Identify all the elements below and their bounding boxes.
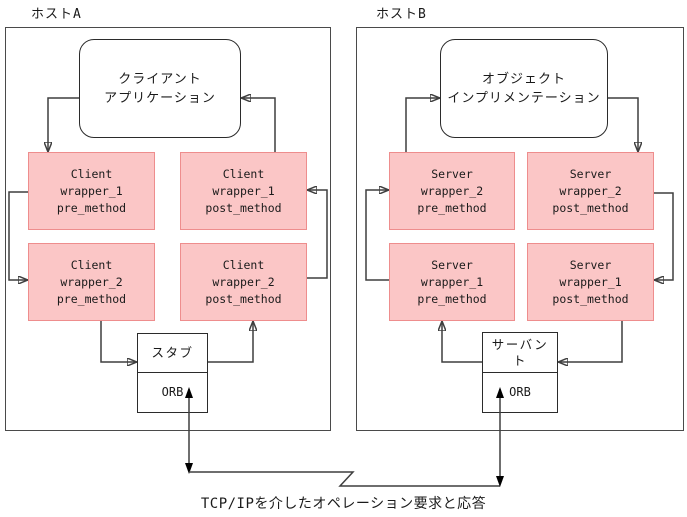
wrapper-method: post_method [552,291,629,306]
host-a-label: ホストA [31,7,82,22]
wrapper-method: pre_method [56,200,127,215]
wrapper-role: Client [70,257,113,272]
wrapper-method: post_method [552,200,629,215]
servant-orb-stack: サーバン ト ORB [482,332,558,413]
servant-label-line2: ト [512,352,527,368]
wrapper-role: Client [70,166,113,181]
stub-box: スタブ [138,334,207,373]
client-wrapper2-pre-box: Client wrapper_2 pre_method [28,243,155,321]
wrapper-method: pre_method [56,291,127,306]
wrapper-role: Server [431,257,473,272]
wrapper-method: pre_method [417,291,487,306]
wrapper-name: wrapper_1 [559,274,622,289]
wrapper-method: post_method [205,200,282,215]
wrapper-name: wrapper_1 [420,274,484,289]
wrapper-method: pre_method [417,200,487,215]
servant-box: サーバン ト [483,333,557,373]
object-implementation-label-line1: オブジェクト [481,71,566,87]
wrapper-name: wrapper_2 [212,274,275,289]
wrapper-name: wrapper_2 [420,183,484,198]
wrapper-name: wrapper_1 [60,183,123,198]
orb-a-label: ORB [161,385,184,399]
stub-orb-stack: スタブ ORB [137,333,208,413]
server-wrapper1-pre-box: Server wrapper_1 pre_method [389,243,515,321]
server-wrapper2-pre-box: Server wrapper_2 pre_method [389,152,515,230]
orb-b-box: ORB [483,373,557,411]
wrapper-role: Client [222,166,265,181]
server-wrapper2-post-box: Server wrapper_2 post_method [527,152,654,230]
orb-b-label: ORB [509,385,531,399]
wrapper-method: post_method [205,291,282,306]
client-application-label-line2: アプリケーション [104,90,216,106]
client-wrapper2-post-box: Client wrapper_2 post_method [180,243,307,321]
server-wrapper1-post-box: Server wrapper_1 post_method [527,243,654,321]
client-application-box: クライアント アプリケーション [79,39,241,138]
client-wrapper1-post-box: Client wrapper_1 post_method [180,152,307,230]
wrapper-name: wrapper_2 [559,183,622,198]
servant-label-line1: サーバン [491,336,549,352]
wrapper-role: Server [569,257,612,272]
wrapper-name: wrapper_1 [212,183,275,198]
wrapper-role: Server [431,166,473,181]
object-implementation-label-line2: インプリメンテーション [447,90,601,106]
stub-label: スタブ [151,345,194,360]
host-b-label: ホストB [376,7,427,22]
wrapper-role: Server [569,166,612,181]
tcp-link-zigzag-line [189,471,500,487]
tcp-ip-caption: TCP/IPを介したオペレーション要求と応答 [200,496,487,512]
client-wrapper1-pre-box: Client wrapper_1 pre_method [28,152,155,230]
wrapper-role: Client [222,257,265,272]
client-application-label-line1: クライアント [118,71,202,87]
orb-a-box: ORB [138,373,207,411]
object-implementation-box: オブジェクト インプリメンテーション [440,39,608,138]
wrapper-name: wrapper_2 [60,274,123,289]
